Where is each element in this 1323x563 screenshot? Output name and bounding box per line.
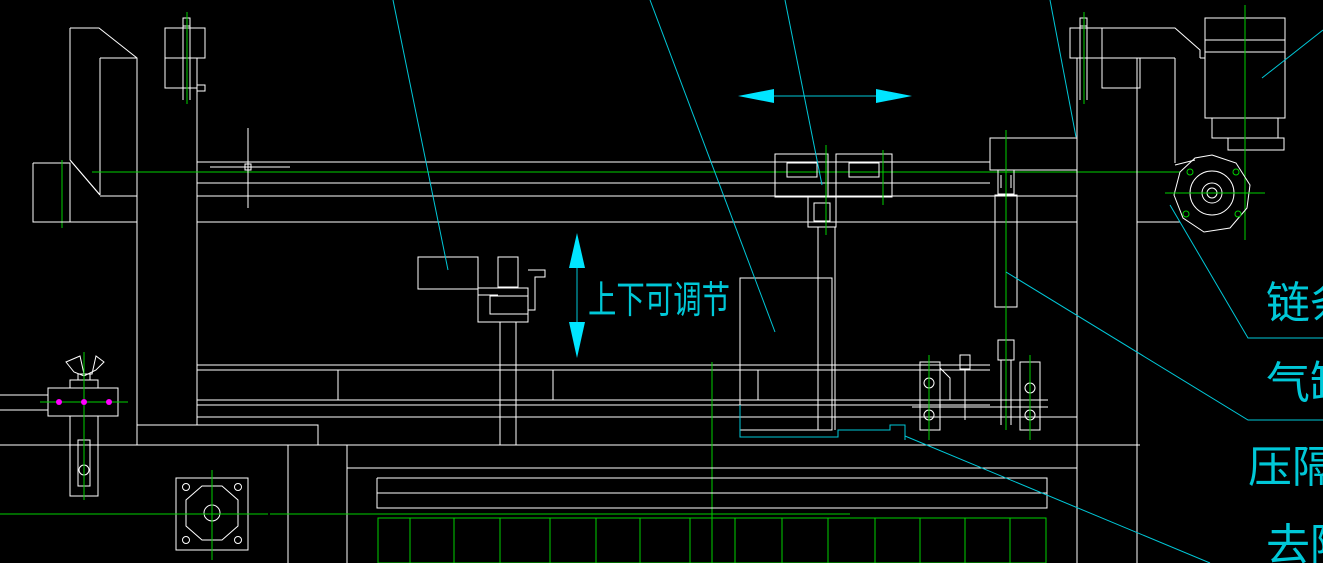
horizontal-move-arrow (738, 89, 912, 103)
adjust-label: 上下可调节 (588, 278, 730, 322)
label-chain: 链条 (1266, 278, 1323, 329)
left-clamp (0, 352, 128, 500)
adjustable-bracket (417, 256, 546, 445)
lower-guide-rail (0, 362, 1140, 563)
bearing-plate (0, 470, 268, 560)
label-remove-divider: 去隔板 (1266, 520, 1323, 563)
cylinder-assembly (739, 130, 1078, 440)
left-column (32, 12, 206, 426)
label-press-divider: 压隔板 (1248, 442, 1323, 493)
bottom-frame (136, 425, 1078, 563)
right-column (1069, 12, 1201, 563)
leader-lines (392, 0, 1323, 563)
vertical-adjust-arrow (569, 233, 585, 358)
carriage-assembly (739, 145, 893, 431)
label-cylinder: 气缸 (1266, 358, 1323, 409)
chain-sprocket (1165, 154, 1265, 233)
motor (1200, 5, 1286, 240)
top-rail (33, 128, 1180, 223)
